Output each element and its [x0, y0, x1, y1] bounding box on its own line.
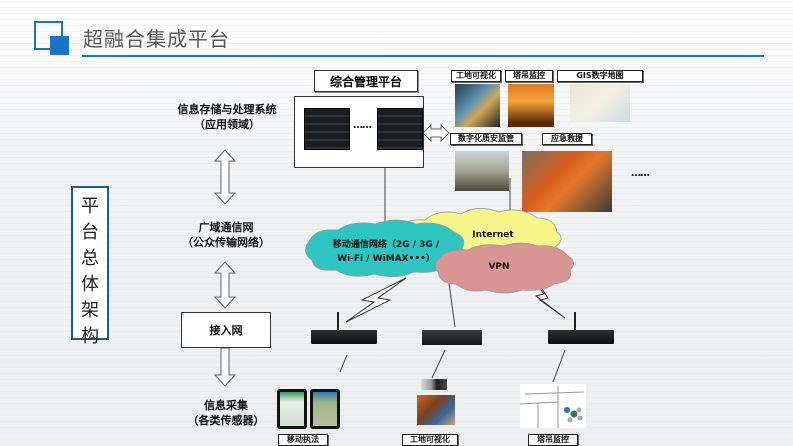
side-title-char: 体 [81, 274, 99, 295]
server-rack-icon [304, 108, 350, 150]
mobile-network-label: 移动通信网络（2G / 3G / Wi-Fi / WiMAX•••） [322, 238, 450, 266]
collection-layer-line1: 信息采集 [204, 399, 248, 412]
side-title-char: 构 [81, 326, 99, 347]
architecture-side-title: 平 台 总 体 架 构 [71, 186, 109, 347]
vpn-label: VPN [488, 262, 510, 272]
server-ellipsis: …… [353, 120, 372, 131]
header-logo-outline [34, 21, 63, 50]
app-tag-site-visualization: 工地可视化 [451, 70, 501, 82]
tablet-icon [277, 389, 307, 429]
app-tag-gis-map: GIS数字地图 [557, 70, 643, 82]
wireless-router-icon [311, 330, 377, 344]
mobile-network-line2: Wi-Fi / WiMAX•••） [337, 254, 435, 264]
dvr-recorder-icon [422, 330, 482, 345]
server-rack-icon [377, 108, 423, 150]
access-network-label: 接入网 [209, 323, 243, 337]
management-platform-title-box: 综合管理平台 [314, 70, 418, 92]
crane-sensor-diagram [519, 384, 586, 428]
gis-map-image [570, 84, 630, 122]
wan-layer-label: 广域通信网 （公众传输网络） [170, 220, 282, 250]
side-title-char: 台 [81, 222, 99, 243]
collection-layer-line2: （各类传感器） [187, 414, 265, 427]
storage-layer-line1: 信息存储与处理系统 [177, 103, 277, 116]
router-antenna-icon [337, 312, 339, 330]
side-title-char: 总 [81, 248, 99, 269]
crane-sunset-image [508, 84, 554, 127]
wan-layer-line2: （公众传输网络） [182, 236, 270, 249]
sensor-tag-site-visualization: 工地可视化 [402, 434, 458, 446]
internet-label: Internet [472, 230, 514, 240]
collection-layer-label: 信息采集 （各类传感器） [172, 398, 280, 428]
mobile-network-line1: 移动通信网络（2G / 3G / [332, 240, 440, 250]
site-camera-image [417, 395, 455, 425]
inspection-photo [455, 151, 509, 191]
wan-layer-line1: 广域通信网 [198, 221, 254, 234]
sensor-tag-crane-monitoring: 塔吊监控 [528, 434, 578, 446]
sensor-tag-mobile-enforcement: 移动执法 [278, 434, 328, 446]
router-antenna-icon [574, 312, 576, 330]
camera-icon [421, 379, 447, 390]
vpn-cloud [435, 242, 574, 294]
management-platform-title: 综合管理平台 [329, 74, 402, 89]
wireless-router-icon [548, 330, 614, 344]
page-title: 超融合集成平台 [83, 27, 230, 51]
header-logo-fill [50, 36, 69, 55]
rescue-photo [522, 151, 612, 212]
storage-layer-line2: （应用领域） [194, 118, 260, 131]
storage-layer-label: 信息存储与处理系统 （应用领域） [165, 102, 289, 132]
tablet-icon [310, 389, 340, 429]
app-tag-quality-safety: 数字化质安监管 [450, 133, 522, 145]
apps-ellipsis: …… [631, 168, 650, 179]
side-title-char: 架 [81, 300, 99, 321]
app-tag-emergency-rescue: 应急救援 [542, 133, 592, 145]
video-wall-image [455, 84, 500, 127]
access-network-box: 接入网 [181, 312, 271, 348]
title-underline [82, 55, 764, 57]
app-tag-crane-monitoring: 塔吊监控 [505, 70, 553, 82]
side-title-char: 平 [81, 196, 99, 217]
